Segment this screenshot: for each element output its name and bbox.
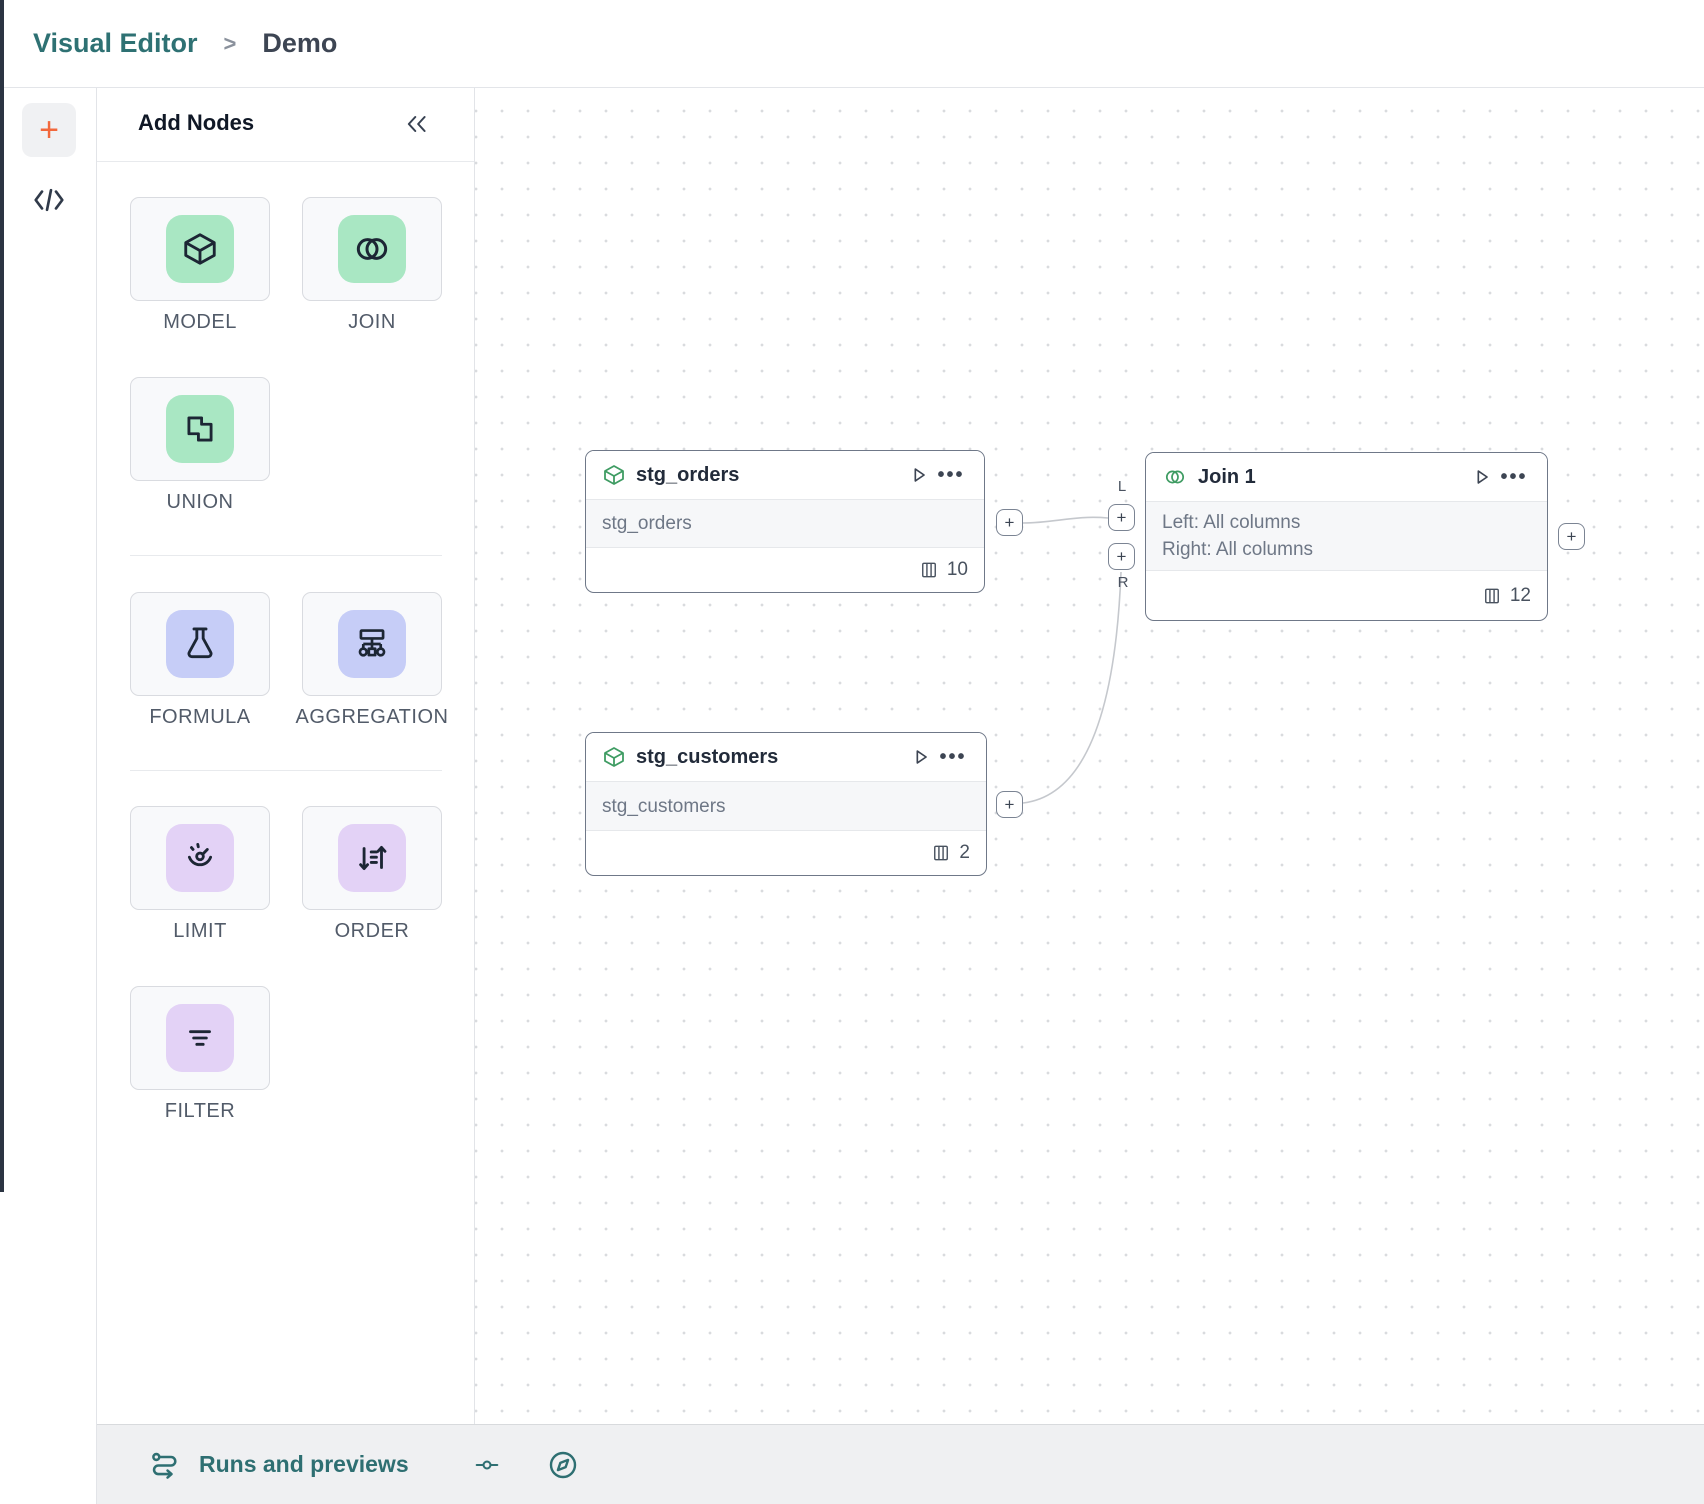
palette-item-union[interactable] (130, 377, 270, 481)
palette-item-model[interactable] (130, 197, 270, 301)
left-scrollbar[interactable] (0, 0, 4, 1192)
palette-label-join: JOIN (348, 311, 396, 333)
status-bar: Runs and previews (97, 1424, 1704, 1504)
add-nodes-panel: Add Nodes MODEL JOIN (97, 88, 475, 1424)
join-right-summary: Right: All columns (1162, 539, 1314, 560)
node-title: stg_orders (636, 463, 740, 486)
cube-icon (604, 465, 624, 485)
commit-icon (475, 1460, 498, 1469)
breadcrumb: Visual Editor > Demo (0, 0, 1704, 88)
columns-icon (921, 562, 936, 578)
flask-icon (187, 627, 213, 659)
sort-icon (359, 845, 387, 871)
palette-item-limit[interactable] (130, 806, 270, 910)
run-node-button[interactable] (1467, 462, 1497, 492)
plus-icon: + (1116, 547, 1127, 566)
palette-item-order[interactable] (302, 806, 442, 910)
filter-icon (189, 1030, 211, 1046)
node-stg-orders[interactable]: stg_orders ••• stg_orders 10 (585, 450, 985, 593)
palette-label-formula: FORMULA (149, 706, 251, 728)
output-handle-join[interactable]: + (1558, 523, 1585, 550)
palette-item-aggregation[interactable] (302, 592, 442, 696)
play-icon (1477, 470, 1488, 484)
ellipsis-icon: ••• (939, 745, 967, 768)
plus-icon: + (39, 111, 59, 149)
palette-label-limit: LIMIT (173, 920, 227, 942)
palette-label-aggregation: AGGREGATION (295, 706, 449, 728)
column-count: 10 (946, 559, 968, 580)
join-right-input-handle[interactable]: + (1108, 543, 1135, 570)
palette-label-union: UNION (166, 491, 234, 513)
panel-title: Add Nodes (138, 110, 255, 135)
join-left-label: L (1117, 478, 1127, 495)
join-icon (1165, 470, 1185, 484)
palette-label-model: MODEL (163, 311, 237, 333)
panel-header: Add Nodes (97, 88, 474, 162)
route-icon (152, 1452, 177, 1479)
node-join-1[interactable]: Join 1 ••• Left: All columns Right: All … (1145, 452, 1548, 621)
node-title: stg_customers (636, 745, 779, 768)
commit-button[interactable] (471, 1452, 503, 1478)
node-stg-customers[interactable]: stg_customers ••• stg_customers 2 (585, 732, 987, 876)
play-icon (916, 750, 927, 764)
add-node-button[interactable]: + (22, 103, 76, 157)
output-handle-stg-orders[interactable]: + (996, 509, 1023, 536)
join-icon (356, 238, 388, 260)
run-node-button[interactable] (906, 742, 936, 772)
node-model-ref: stg_customers (602, 795, 726, 817)
run-node-button[interactable] (904, 460, 934, 490)
output-handle-stg-customers[interactable]: + (996, 791, 1023, 818)
node-menu-button[interactable]: ••• (936, 742, 970, 772)
node-menu-button[interactable]: ••• (934, 460, 968, 490)
panel-divider (130, 770, 442, 771)
column-count: 12 (1509, 584, 1531, 606)
compass-icon (549, 1451, 576, 1478)
node-menu-button[interactable]: ••• (1497, 462, 1531, 492)
play-icon (914, 468, 925, 482)
column-count: 2 (959, 842, 970, 863)
panel-divider (130, 555, 442, 556)
cube-icon (604, 747, 624, 767)
ellipsis-icon: ••• (1500, 465, 1528, 488)
collapse-panel-button[interactable] (402, 110, 432, 138)
plus-icon: + (1004, 795, 1015, 814)
palette-item-join[interactable] (302, 197, 442, 301)
hierarchy-icon (358, 629, 386, 657)
node-model-ref: stg_orders (602, 513, 692, 534)
palette-item-filter[interactable] (130, 986, 270, 1090)
runs-and-previews-button[interactable]: Runs and previews (147, 1449, 409, 1481)
explore-button[interactable] (547, 1449, 579, 1481)
join-right-label: R (1117, 574, 1129, 591)
palette-item-formula[interactable] (130, 592, 270, 696)
palette-label-filter: FILTER (164, 1100, 236, 1122)
join-left-summary: Left: All columns (1162, 512, 1301, 533)
node-title: Join 1 (1198, 465, 1256, 488)
code-icon (34, 188, 64, 212)
plus-icon: + (1566, 527, 1577, 546)
breadcrumb-separator: > (223, 30, 237, 56)
double-chevron-left-icon (407, 116, 426, 132)
plus-icon: + (1116, 508, 1127, 527)
join-left-input-handle[interactable]: + (1108, 504, 1135, 531)
gauge-icon (187, 842, 213, 867)
columns-icon (934, 845, 949, 861)
cube-icon (184, 233, 216, 265)
left-rail: + (0, 88, 97, 1504)
breadcrumb-root-link[interactable]: Visual Editor (33, 28, 198, 58)
plus-icon: + (1004, 513, 1015, 532)
page-title: Demo (262, 28, 338, 58)
ellipsis-icon: ••• (937, 463, 965, 486)
code-view-button[interactable] (30, 184, 68, 216)
columns-icon (1484, 588, 1499, 603)
runs-and-previews-label: Runs and previews (199, 1451, 409, 1477)
flow-canvas[interactable] (475, 88, 1704, 1424)
union-icon (187, 416, 213, 442)
palette-label-order: ORDER (334, 920, 410, 942)
